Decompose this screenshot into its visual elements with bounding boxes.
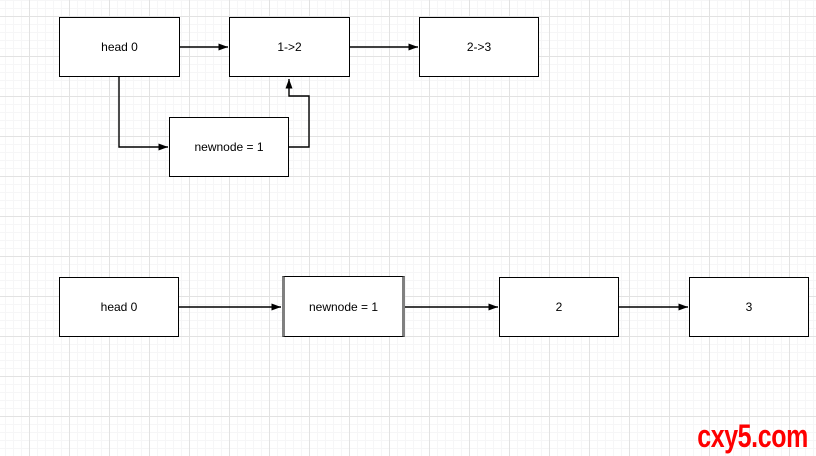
node-step2-head[interactable]: head 0 bbox=[59, 277, 179, 337]
edge-step1-head-to-newnode[interactable] bbox=[118, 77, 168, 151]
edge-step1-newnode-to-node12[interactable] bbox=[285, 79, 310, 148]
node-step2-2[interactable]: 2 bbox=[499, 277, 619, 337]
node-step1-2-3[interactable]: 2->3 bbox=[419, 17, 539, 77]
node-step1-head[interactable]: head 0 bbox=[59, 17, 180, 77]
node-step2-3[interactable]: 3 bbox=[689, 277, 809, 337]
node-step2-newnode-highlighted[interactable]: newnode = 1 bbox=[282, 276, 405, 337]
node-step1-newnode[interactable]: newnode = 1 bbox=[169, 117, 289, 177]
watermark: cxy5.com bbox=[697, 418, 808, 454]
node-step1-1-2[interactable]: 1->2 bbox=[229, 17, 350, 77]
